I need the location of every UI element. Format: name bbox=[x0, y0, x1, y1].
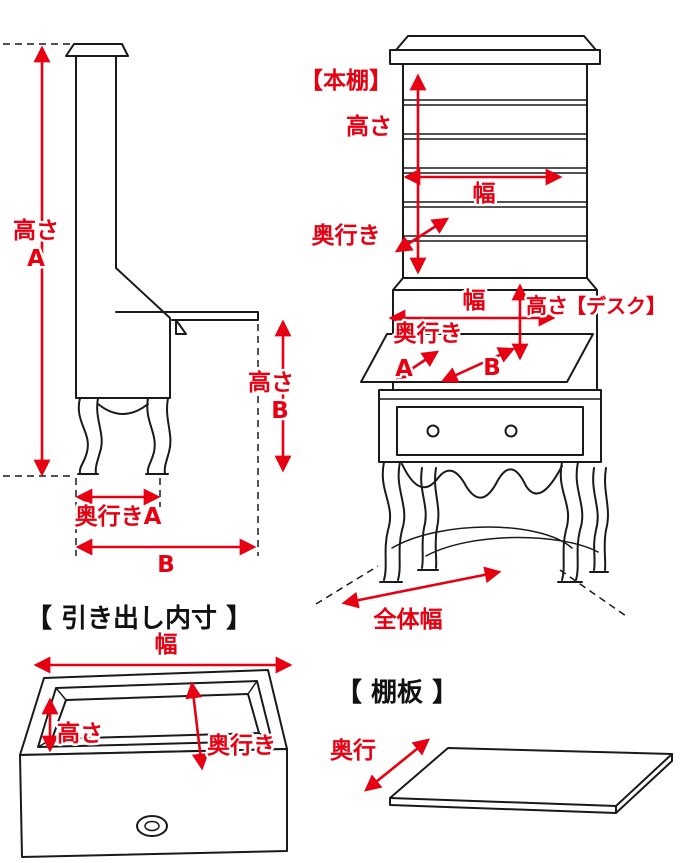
side-height-a-suffix: A bbox=[27, 246, 45, 272]
desk-body bbox=[392, 277, 598, 391]
side-open-flap bbox=[115, 311, 259, 321]
shelf-depth-arrow bbox=[364, 738, 430, 792]
shelf-title: 【 棚板 】 bbox=[336, 678, 458, 708]
drawer-wall-edges bbox=[37, 680, 273, 748]
drawer-view: 【 引き出し内寸 】 幅 高さ 奥行き bbox=[19, 602, 293, 858]
stand-stretchers bbox=[391, 526, 599, 557]
side-body-outline bbox=[75, 55, 171, 399]
desk-depth-b-arrow bbox=[440, 347, 516, 383]
front-view: 【本棚】 高さ 幅 奥行き 幅 高さ 【デスク】 奥行き A B 全体幅 bbox=[298, 35, 669, 636]
overall-width-arrow bbox=[341, 566, 502, 609]
desk-depth-a-label: A bbox=[395, 356, 413, 382]
bookshelf-width-label: 幅 bbox=[473, 181, 496, 207]
side-cornice bbox=[65, 43, 129, 57]
stand-apron bbox=[401, 463, 563, 499]
side-legs bbox=[77, 397, 172, 475]
shelf-board-top bbox=[389, 747, 673, 807]
side-height-b-suffix: B bbox=[271, 398, 289, 424]
side-view: 高さ A 高さ B 奥行きA B bbox=[3, 43, 297, 581]
shelf-depth-label: 奥行 bbox=[330, 737, 376, 764]
bookshelf-depth-label: 奥行き bbox=[312, 222, 381, 249]
desk-title: 【デスク】 bbox=[566, 294, 666, 318]
drawer-handle bbox=[136, 815, 168, 837]
side-flap-support bbox=[175, 319, 187, 335]
bookshelf-title: 【本棚】 bbox=[300, 68, 392, 94]
side-height-a-label: 高さ bbox=[13, 217, 59, 244]
desk-height-label: 高さ bbox=[526, 294, 568, 318]
drawer-width-label: 幅 bbox=[155, 632, 178, 658]
desk-width-label: 幅 bbox=[463, 288, 486, 314]
drawer-knob-left bbox=[426, 424, 440, 438]
overall-width-label: 全体幅 bbox=[373, 606, 443, 633]
side-extension-lines bbox=[3, 43, 259, 556]
drawer-handle-inner bbox=[144, 820, 160, 832]
drawer-height-label: 高さ bbox=[57, 720, 103, 747]
crown-top bbox=[395, 35, 597, 51]
side-depth-a-label: 奥行きA bbox=[75, 503, 162, 530]
bookshelf-depth-arrow bbox=[394, 217, 450, 253]
side-height-b-label: 高さ bbox=[248, 369, 294, 396]
drawer-depth-label: 奥行き bbox=[207, 732, 276, 759]
drawer-depth-arrow bbox=[185, 681, 209, 771]
drawer-front-face bbox=[19, 748, 288, 858]
bookcase-body bbox=[402, 63, 588, 279]
crown-front bbox=[389, 49, 601, 65]
stand-legs bbox=[379, 461, 609, 583]
desk-depth-a-arrow bbox=[395, 350, 440, 380]
bookshelf-height-label: 高さ bbox=[346, 113, 392, 140]
desk-depth-label: 奥行き bbox=[394, 320, 463, 347]
side-depth-b-label: B bbox=[157, 552, 175, 578]
desk-depth-b-label: B bbox=[483, 355, 501, 381]
shelf-board-thickness bbox=[389, 753, 673, 814]
shelf-view: 【 棚板 】 奥行 bbox=[328, 676, 673, 814]
front-extension-lines bbox=[315, 565, 627, 617]
drawer-knob-right bbox=[504, 424, 518, 438]
drawer-front-panel bbox=[396, 406, 584, 456]
drawer-title: 【 引き出し内寸 】 bbox=[26, 604, 252, 634]
